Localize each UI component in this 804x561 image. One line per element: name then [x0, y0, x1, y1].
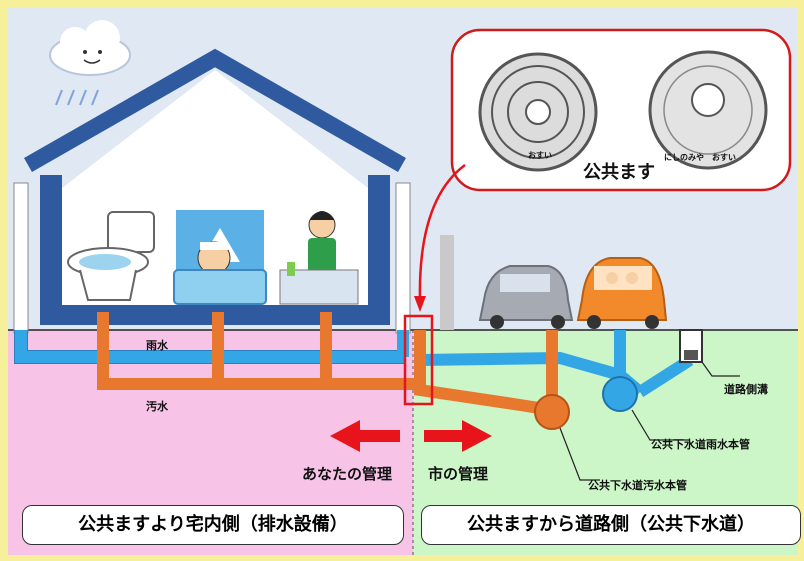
road-ditch-label: 道路側溝 — [724, 383, 768, 396]
sewage-main-label: 公共下水道汚水本管 — [588, 479, 687, 492]
callout-pointer — [418, 163, 466, 301]
sewage-main-leader — [559, 427, 600, 481]
house-wall-left — [40, 175, 62, 325]
right-arrow-icon — [424, 420, 492, 452]
manhole-cover-left-icon — [478, 52, 598, 172]
cover-text-right-a: にしのみや — [664, 153, 704, 162]
public-side-box: 公共ますから道路側（公共下水道） — [421, 505, 801, 545]
gray-car-icon — [478, 265, 574, 329]
downspout-left — [13, 182, 29, 334]
public-masu-highlight — [403, 314, 434, 406]
public-masu-label: 公共ます — [583, 162, 655, 183]
cover-text-right-b: おすい — [712, 153, 736, 162]
cloud-icon — [49, 20, 131, 106]
ditch-leader — [701, 361, 740, 377]
kitchen-icon — [279, 211, 359, 305]
rain-label: 雨水 — [146, 339, 168, 352]
toilet-icon — [67, 211, 155, 301]
left-arrow-icon — [330, 420, 400, 452]
sewage-label: 汚水 — [146, 400, 168, 413]
rain-main-pipe — [602, 376, 638, 412]
bath-icon — [173, 210, 267, 305]
orange-car-icon — [576, 257, 668, 329]
sewage-main-pipe — [534, 394, 570, 430]
city-management-label: 市の管理 — [428, 465, 489, 483]
private-side-box: 公共ますより宅内側（排水設備） — [22, 505, 404, 545]
rain-main-leader — [631, 409, 690, 441]
your-management-label: あなたの管理 — [302, 465, 393, 483]
downspout-right — [395, 182, 411, 334]
callout-arrowhead — [414, 296, 426, 312]
rain-main-label: 公共下水道雨水本管 — [651, 438, 750, 451]
house-wall-right — [368, 175, 390, 325]
manhole-cover-right-icon — [648, 50, 768, 170]
cover-text-left: おすい — [528, 151, 552, 160]
boundary-post — [440, 235, 454, 330]
road-ditch-water — [684, 350, 698, 360]
